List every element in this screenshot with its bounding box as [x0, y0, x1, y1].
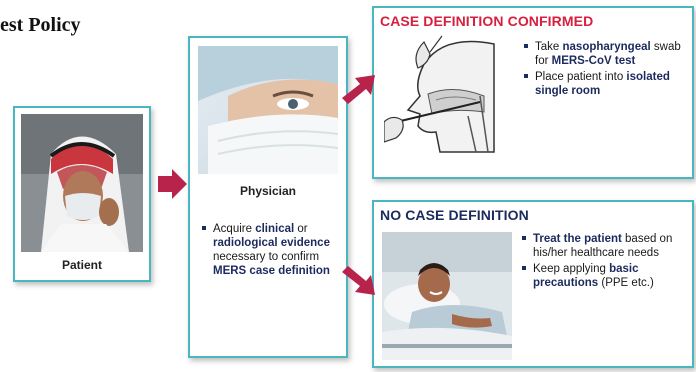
- no-case-bullet: Treat the patient based on his/her healt…: [520, 232, 692, 260]
- bullet-text: based on his/her healthcare needs: [533, 233, 673, 259]
- bullet-text: Place patient into: [535, 71, 627, 83]
- physician-box: Physician Acquire clinical or radiologic…: [188, 36, 348, 358]
- bullet-text: (PPE etc.): [598, 277, 654, 289]
- nasopharyngeal-swab-icon: [384, 34, 516, 174]
- patient-box: Patient: [13, 106, 151, 282]
- patient-photo-icon: [21, 114, 143, 252]
- bullet-text: Acquire: [213, 223, 256, 235]
- hospital-bed-photo-icon: [382, 232, 512, 360]
- arrow-down-right-icon: [342, 266, 375, 295]
- no-case-title: NO CASE DEFINITION: [380, 207, 529, 223]
- case-confirmed-bullet: Place patient into isolated single room: [522, 70, 690, 98]
- bullet-text: Keep applying: [533, 263, 610, 275]
- bullet-text: Take: [535, 41, 563, 53]
- bullet-text: swab for: [535, 41, 681, 67]
- page-heading: est Policy: [0, 14, 81, 36]
- no-case-box: NO CASE DEFINITION Treat the patient bas…: [372, 200, 694, 368]
- patient-label: Patient: [61, 258, 102, 272]
- bullet-highlight: Treat the patient: [533, 233, 622, 245]
- physician-photo-icon: [198, 46, 338, 174]
- physician-label: Physician: [239, 184, 297, 198]
- no-case-bullet: Keep applying basic precautions (PPE etc…: [520, 262, 692, 290]
- physician-bullet: Acquire clinical or radiological evidenc…: [200, 222, 340, 278]
- bullet-highlight: MERS case definition: [213, 265, 330, 277]
- no-case-bullets: Treat the patient based on his/her healt…: [520, 232, 692, 292]
- bullet-highlight: MERS-CoV test: [551, 55, 636, 67]
- physician-bullet-list: Acquire clinical or radiological evidenc…: [200, 222, 340, 280]
- case-confirmed-box: CASE DEFINITION CONFIRMED Take nasophary…: [372, 6, 694, 179]
- bullet-highlight: basic precautions: [533, 263, 639, 289]
- case-confirmed-bullets: Take nasopharyngeal swab for MERS-CoV te…: [522, 40, 690, 100]
- case-confirmed-bullet: Take nasopharyngeal swab for MERS-CoV te…: [522, 40, 690, 68]
- arrow-right-icon: [158, 169, 187, 199]
- bullet-text: or: [294, 223, 308, 235]
- bullet-text: necessary to confirm: [213, 251, 320, 263]
- case-confirmed-title: CASE DEFINITION CONFIRMED: [380, 13, 594, 29]
- bullet-highlight: radiological evidence: [213, 237, 330, 249]
- bullet-highlight: clinical: [255, 223, 295, 235]
- arrow-up-right-icon: [342, 75, 375, 104]
- bullet-highlight: isolated single room: [535, 71, 670, 97]
- bullet-highlight: nasopharyngeal: [562, 41, 651, 53]
